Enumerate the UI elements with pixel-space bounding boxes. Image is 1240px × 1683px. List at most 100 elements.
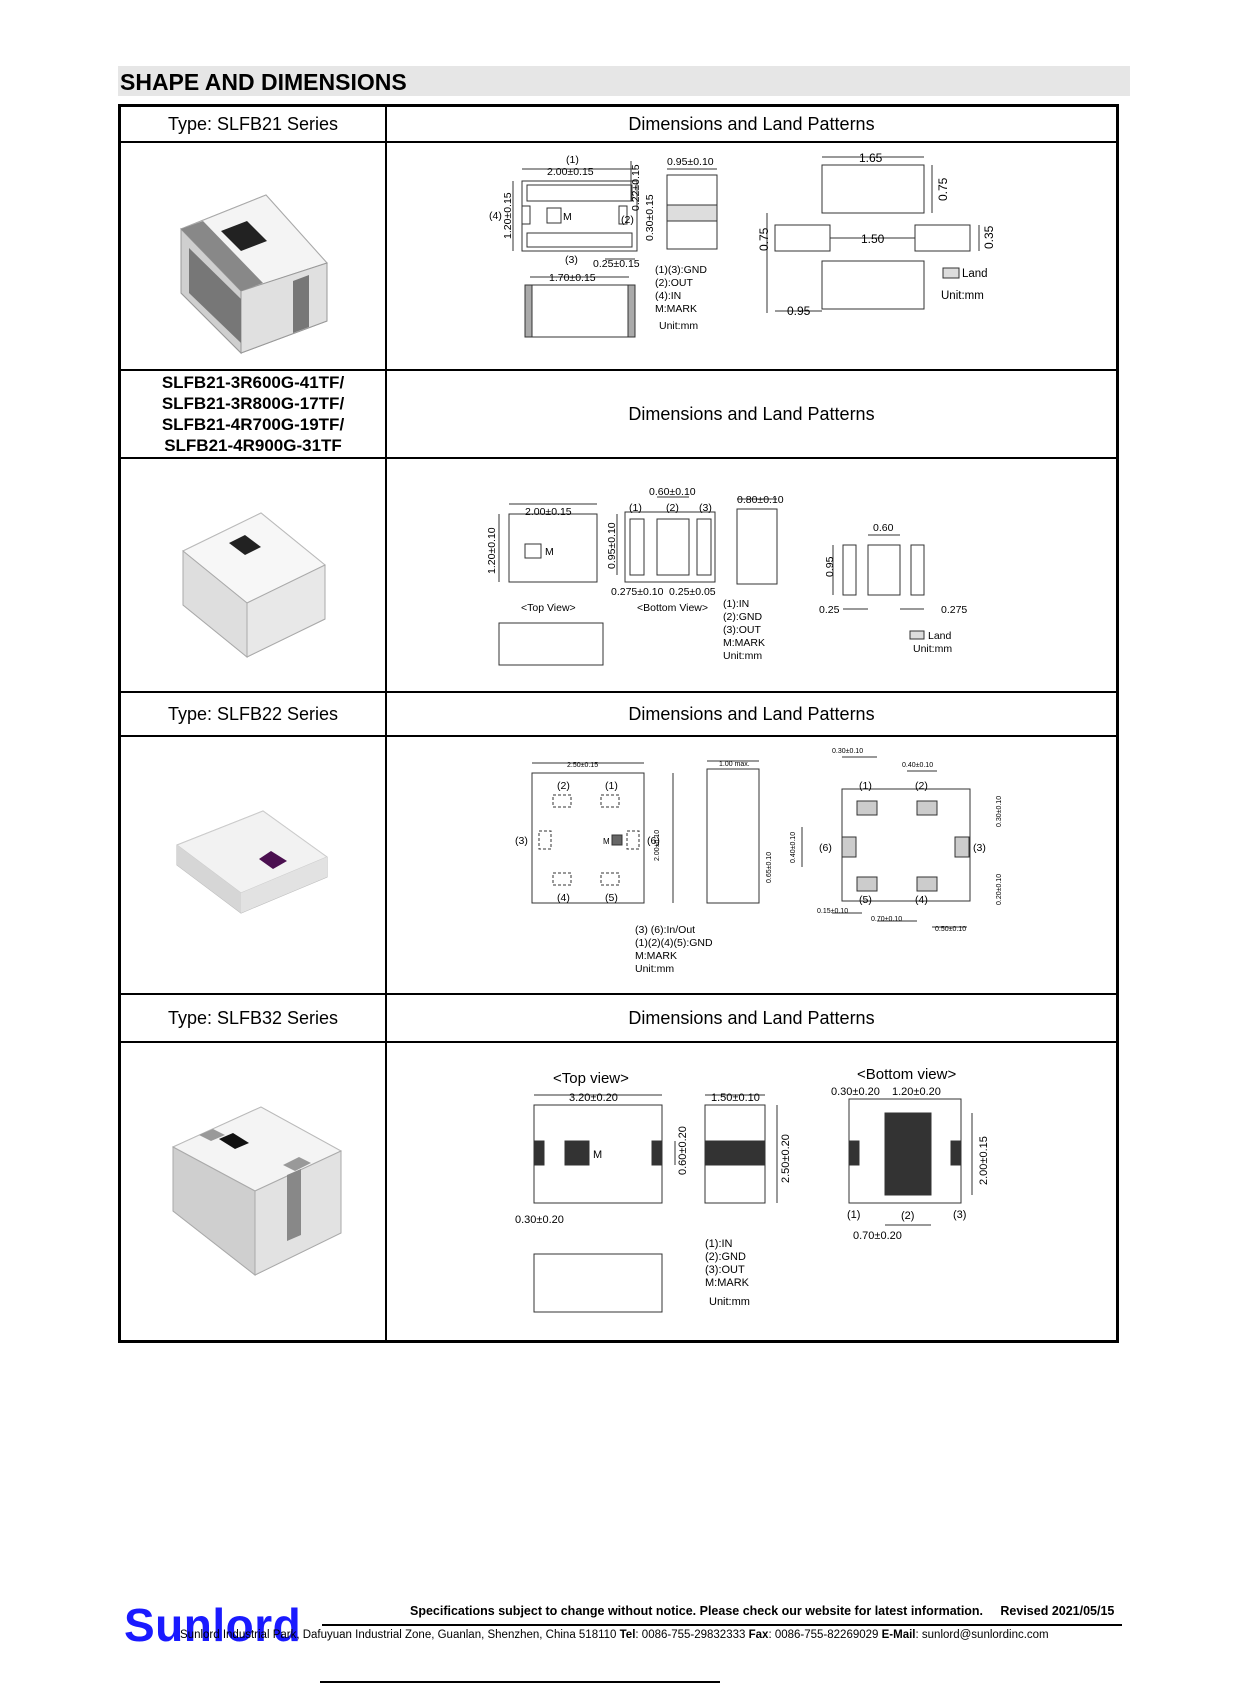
- dim-250: 2.50±0.20: [780, 1134, 792, 1183]
- dim-length: 2.50±0.15: [567, 762, 598, 769]
- land-dim-040: 0.40±0.10: [902, 762, 933, 769]
- land-dim-075: 0.75: [936, 177, 950, 201]
- legend-line: (4):IN: [655, 290, 681, 302]
- land-unit: Unit:mm: [913, 643, 952, 655]
- mark-label: M: [593, 1149, 602, 1161]
- row-header-slfb22: Type: SLFB22 Series: [121, 693, 387, 735]
- land-pin4: (4): [915, 894, 928, 906]
- component-3d-image: [180, 194, 328, 355]
- legend-line: (3) (6):In/Out: [635, 924, 695, 936]
- dim-height: 1.20±0.10: [486, 527, 498, 574]
- dimensions-drawing-cell: 2.50±0.15 (2) (1) (3) M (6) (4) (5) 2.00…: [387, 737, 1116, 993]
- bottom-dim-200: 2.00±0.15: [978, 1136, 990, 1185]
- legend-line: (1):IN: [723, 598, 749, 610]
- label-pin1: (1): [605, 780, 618, 792]
- land-dim-095: 0.95: [824, 556, 836, 577]
- legend-line: (3):OUT: [705, 1264, 745, 1276]
- dim-025: 0.25±0.15: [593, 258, 640, 270]
- part-number: SLFB21-3R600G-41TF/: [161, 373, 345, 392]
- part-number: SLFB21-4R700G-19TF/: [161, 415, 345, 434]
- dim-060: 0.60±0.10: [649, 486, 696, 498]
- dim-side: 1.50±0.10: [711, 1092, 760, 1104]
- legend-line: (3):OUT: [723, 624, 762, 636]
- dimensions-drawing-cell: 2.00±0.15 1.20±0.10 M 0.60±0.10 (1) (2) …: [387, 459, 1116, 691]
- legend-line: Unit:mm: [635, 963, 674, 975]
- label-pin6: (6): [647, 835, 660, 847]
- brand-logo: Sunlord: [124, 1599, 302, 1651]
- dim-max: 1.00 max.: [719, 761, 750, 768]
- bottom-dim-120: 1.20±0.20: [892, 1086, 941, 1098]
- land-pin5: (5): [859, 894, 872, 906]
- table-row: Type: SLFB22 Series Dimensions and Land …: [121, 693, 1116, 737]
- address-text: Sunlord Industrial Park, Dafuyuan Indust…: [180, 1629, 617, 1641]
- mark-label: M: [603, 837, 610, 846]
- dim-length: 2.00±0.15: [525, 506, 572, 518]
- row-header-dimensions: Dimensions and Land Patterns: [628, 1007, 875, 1028]
- legend-line: (1)(2)(4)(5):GND: [635, 937, 713, 949]
- unit-label: Unit:mm: [709, 1296, 750, 1308]
- label-pin2: (2): [557, 780, 570, 792]
- land-pin1: (1): [859, 780, 872, 792]
- land-dim-070: 0.70±0.10: [871, 916, 902, 923]
- land-pin3: (3): [973, 842, 986, 854]
- land-legend: Land: [962, 268, 988, 280]
- part-number-list: SLFB21-3R600G-41TF/ SLFB21-3R800G-17TF/ …: [121, 371, 387, 457]
- dimension-drawing-slfb22: 2.50±0.15 (2) (1) (3) M (6) (4) (5) 2.00…: [515, 748, 1003, 975]
- label-pin1: (1): [629, 502, 642, 514]
- unit-label: Unit:mm: [659, 320, 698, 332]
- dim-length: 3.20±0.20: [569, 1092, 618, 1104]
- table-row: Type: SLFB32 Series Dimensions and Land …: [121, 995, 1116, 1043]
- fax-number: : 0086-755-82269029: [768, 1629, 879, 1641]
- mark-label: M: [545, 546, 554, 558]
- land-dim-015: 0.15±0.10: [817, 908, 848, 915]
- table-row: 2.00±0.15 1.20±0.10 M 0.60±0.10 (1) (2) …: [121, 459, 1116, 693]
- table-row: Type: SLFB21 Series Dimensions and Land …: [121, 107, 1116, 143]
- land-dim-095: 0.95: [787, 304, 811, 318]
- component-image-cell: [121, 737, 387, 993]
- dim-0275: 0.275±0.10: [611, 586, 664, 598]
- fax-label: Fax: [748, 1629, 769, 1641]
- legend-line: M:MARK: [723, 637, 765, 649]
- dim-022: 0.22±0.15: [630, 164, 642, 211]
- component-image-cell: [121, 1043, 387, 1340]
- row-header-slfb32: Type: SLFB32 Series: [121, 995, 387, 1041]
- bottom-pin2: (2): [901, 1210, 914, 1222]
- legend-line: Unit:mm: [723, 650, 762, 662]
- row-header-dimensions: Dimensions and Land Patterns: [628, 113, 875, 134]
- dimensions-table: Type: SLFB21 Series Dimensions and Land …: [118, 104, 1119, 1343]
- land-unit: Unit:mm: [941, 290, 984, 302]
- tel-label: Tel: [619, 1629, 636, 1641]
- bottom-pin1: (1): [847, 1209, 860, 1221]
- label-pin2: (2): [621, 214, 634, 226]
- component-image-cell: [121, 143, 387, 369]
- legend-line: (2):GND: [705, 1251, 746, 1263]
- dim-080: 0.80±0.10: [737, 494, 784, 506]
- dimensions-drawing-cell: <Top view> <Bottom view> 3.20±0.20 1.50±…: [387, 1043, 1116, 1340]
- land-legend: Land: [928, 630, 952, 642]
- component-3d-image: [175, 810, 329, 914]
- dim-060: 0.60±0.20: [677, 1126, 689, 1175]
- label-pin4: (4): [489, 210, 502, 222]
- dim-side: 0.95±0.10: [667, 156, 714, 168]
- dim-095: 0.95±0.10: [606, 522, 618, 569]
- dim-height: 1.20±0.15: [502, 192, 514, 239]
- label-pin1: (1): [566, 154, 579, 166]
- land-dim-060: 0.60: [873, 522, 894, 534]
- dim-height: 2.00±0.10: [654, 830, 661, 861]
- land-pin2: (2): [915, 780, 928, 792]
- footer-address: Sunlord Industrial Park, Dafuyuan Indust…: [180, 1629, 1049, 1641]
- label-pin5: (5): [605, 892, 618, 904]
- row-header-slfb21: Type: SLFB21 Series: [121, 107, 387, 141]
- table-row: SLFB21-3R600G-41TF/ SLFB21-3R800G-17TF/ …: [121, 371, 1116, 459]
- dim-length: 2.00±0.15: [547, 166, 594, 178]
- legend-line: (1)(3):GND: [655, 264, 707, 276]
- land-dim-035: 0.35: [982, 225, 996, 249]
- legend-line: (2):GND: [723, 611, 763, 623]
- dimension-drawing-series-parts: 2.00±0.15 1.20±0.10 M 0.60±0.10 (1) (2) …: [486, 486, 967, 666]
- dim-030: 0.30±0.20: [515, 1214, 564, 1226]
- land-dim-030: 0.30±0.10: [832, 748, 863, 755]
- top-view-label: <Top View>: [521, 602, 576, 614]
- dimensions-drawing-cell: (1) 2.00±0.15 (4) 1.20±0.15 M (2) 0.22±0…: [387, 143, 1116, 369]
- bottom-view-label: <Bottom view>: [857, 1066, 956, 1083]
- email-label: E-Mail: [881, 1629, 916, 1641]
